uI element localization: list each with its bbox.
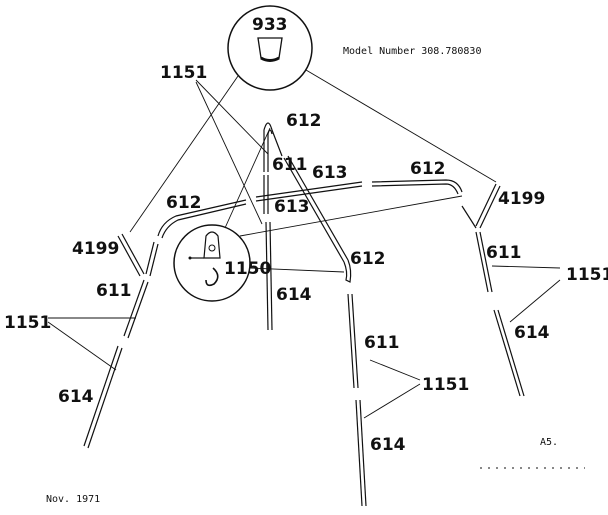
callout-612-upper-right: 612 (410, 159, 446, 179)
callout-1151-right: 1151 (566, 265, 608, 285)
callout-612-top: 612 (286, 111, 322, 131)
callout-611-center: 611 (272, 155, 308, 175)
callout-611-center-lower: 611 (364, 333, 400, 353)
callout-614-left: 614 (58, 387, 94, 407)
callout-613-upper: 613 (312, 163, 348, 183)
callout-613-lower: 613 (274, 197, 310, 217)
callout-611-left: 611 (96, 281, 132, 301)
callout-1151-top: 1151 (160, 63, 207, 83)
hook-icon (205, 267, 219, 287)
callout-1150: 1150 (224, 259, 271, 279)
callout-4199-right: 4199 (498, 189, 545, 209)
detail-circle-933 (227, 5, 313, 91)
callouts: 933 1150 1151 612 611 613 612 612 613 41… (4, 15, 608, 455)
callout-614-right: 614 (514, 323, 550, 343)
callout-612-right: 612 (350, 249, 386, 269)
callout-614-center: 614 (276, 285, 312, 305)
frame-tubes (83, 122, 525, 507)
callout-933: 933 (252, 15, 288, 35)
callout-611-right: 611 (486, 243, 522, 263)
callout-612-left: 612 (166, 193, 202, 213)
detail-circle-1150 (173, 224, 251, 302)
date-label: Nov. 1971 (46, 494, 100, 505)
callout-4199-left: 4199 (72, 239, 119, 259)
callout-1151-center-lower: 1151 (422, 375, 469, 395)
cap-icon (257, 37, 283, 61)
bracket-icon (203, 231, 221, 259)
leader-lines (47, 69, 561, 419)
page-code: A5. (540, 437, 558, 448)
callout-614-bottom: 614 (370, 435, 406, 455)
model-number: Model Number 308.780830 (343, 46, 481, 57)
callout-1151-left: 1151 (4, 313, 51, 333)
